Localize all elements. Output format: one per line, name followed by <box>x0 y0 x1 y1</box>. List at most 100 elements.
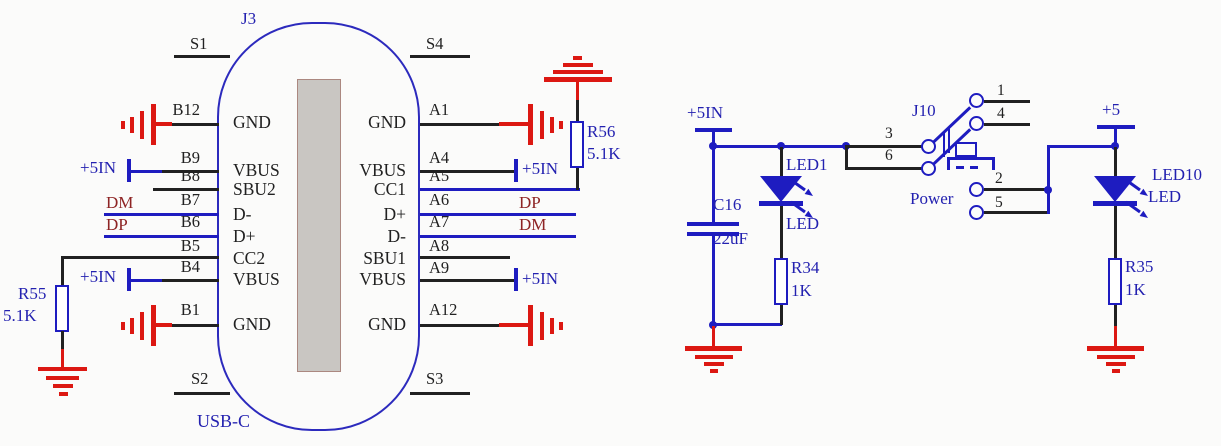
usb-pin-number: A4 <box>429 148 450 167</box>
wire <box>174 55 230 58</box>
switch-contact <box>969 182 984 197</box>
power-rail-bar <box>1097 125 1135 129</box>
wire <box>61 331 64 350</box>
wire <box>420 170 516 173</box>
resistor-r56 <box>570 121 584 168</box>
resistor-ref: R35 <box>1125 257 1154 276</box>
switch-contact <box>921 161 936 176</box>
wire <box>576 81 579 101</box>
net-label-5vin: +5IN <box>522 269 559 288</box>
wire <box>984 188 1050 191</box>
power-flag-bar <box>514 268 518 291</box>
usb-pin-name: GND <box>368 314 406 334</box>
usb-pin-name: SBU2 <box>233 179 276 199</box>
wire <box>410 55 470 58</box>
net-label-dp: DP <box>106 215 128 234</box>
wire <box>154 122 172 126</box>
wire <box>499 122 529 126</box>
usb-pin-number: A9 <box>429 258 450 277</box>
led-emission-arrows <box>790 178 813 218</box>
usb-pin-name: CC1 <box>373 179 406 199</box>
junction-dot <box>1044 186 1052 194</box>
wire <box>712 323 782 326</box>
resistor-r34 <box>774 258 788 305</box>
wire <box>780 206 783 259</box>
led1-cathode-bar <box>759 201 803 206</box>
wire <box>162 170 219 173</box>
switch-pin-number: 4 <box>997 105 1005 122</box>
usb-pin-name: VBUS <box>359 269 406 289</box>
capacitor-value: 22uF <box>713 229 748 248</box>
wire <box>780 147 783 177</box>
usb-pin-number: S4 <box>426 34 444 53</box>
net-label-5vin: +5IN <box>80 267 117 286</box>
wire <box>420 213 576 216</box>
wire <box>984 211 1050 214</box>
usb-pin-name: GND <box>368 112 406 132</box>
wire <box>1114 147 1117 177</box>
wire <box>61 256 219 259</box>
power-flag-bar <box>127 159 131 182</box>
wire <box>845 145 924 148</box>
usb-pin-number: A6 <box>429 190 450 209</box>
usb-pin-name: D- <box>387 226 406 246</box>
wire <box>420 256 510 259</box>
switch-coupling-mark <box>943 132 945 157</box>
wire <box>153 188 219 191</box>
resistor-r55 <box>55 285 69 332</box>
wire <box>171 324 219 327</box>
wire <box>420 123 501 126</box>
usb-pin-name: SBU1 <box>363 248 406 268</box>
wire <box>576 100 579 123</box>
wire <box>1114 326 1117 347</box>
led-type-label: LED <box>786 214 820 233</box>
net-label-dp: DP <box>519 193 541 212</box>
switch-contact <box>969 116 984 131</box>
junction-dot <box>709 142 717 150</box>
usb-pin-number: B5 <box>180 236 200 255</box>
led10-cathode-bar <box>1093 201 1137 206</box>
usb-pin-name: D+ <box>383 204 406 224</box>
net-label-5vin: +5IN <box>522 159 559 178</box>
resistor-ref: R56 <box>587 122 616 141</box>
usb-connector-type-label: USB-C <box>197 411 251 431</box>
led-emission-arrows <box>1125 178 1148 218</box>
net-label-5v: +5 <box>1102 100 1121 119</box>
power-rail-bar <box>695 128 732 132</box>
switch-power-label: Power <box>910 189 954 208</box>
usb-pin-number: B1 <box>180 300 200 319</box>
switch-pin-number: 3 <box>885 125 893 142</box>
switch-ref: J10 <box>912 101 936 120</box>
wire <box>712 147 715 224</box>
junction-dot <box>709 321 717 329</box>
power-flag-bar <box>514 159 518 182</box>
wire <box>712 131 715 147</box>
wire <box>712 236 715 325</box>
usb-pin-name: GND <box>233 314 271 334</box>
switch-contact <box>921 139 936 154</box>
usb-pin-number: B4 <box>180 257 200 276</box>
wire <box>162 279 219 282</box>
net-label-5vin: +5IN <box>80 158 117 177</box>
resistor-value: 1K <box>1125 280 1146 299</box>
switch-contact <box>969 205 984 220</box>
wire <box>420 279 516 282</box>
capacitor-plate <box>687 232 739 236</box>
usb-pin-number: S2 <box>191 369 209 388</box>
wire <box>984 100 1030 103</box>
usb-pin-name: VBUS <box>233 160 280 180</box>
usb-pin-name: D+ <box>233 226 256 246</box>
resistor-r35 <box>1108 258 1122 305</box>
switch-pin-number: 2 <box>995 170 1003 187</box>
wire <box>984 123 1030 126</box>
switch-pin-number: 5 <box>995 194 1003 211</box>
usb-pin-number: A8 <box>429 236 450 255</box>
switch-pin-number: 1 <box>997 82 1005 99</box>
led-ref: LED1 <box>786 155 828 174</box>
led-type-label: LED <box>1148 187 1182 206</box>
wire <box>171 123 219 126</box>
resistor-value: 5.1K <box>587 144 621 163</box>
wire <box>1114 305 1117 327</box>
wire <box>410 392 470 395</box>
